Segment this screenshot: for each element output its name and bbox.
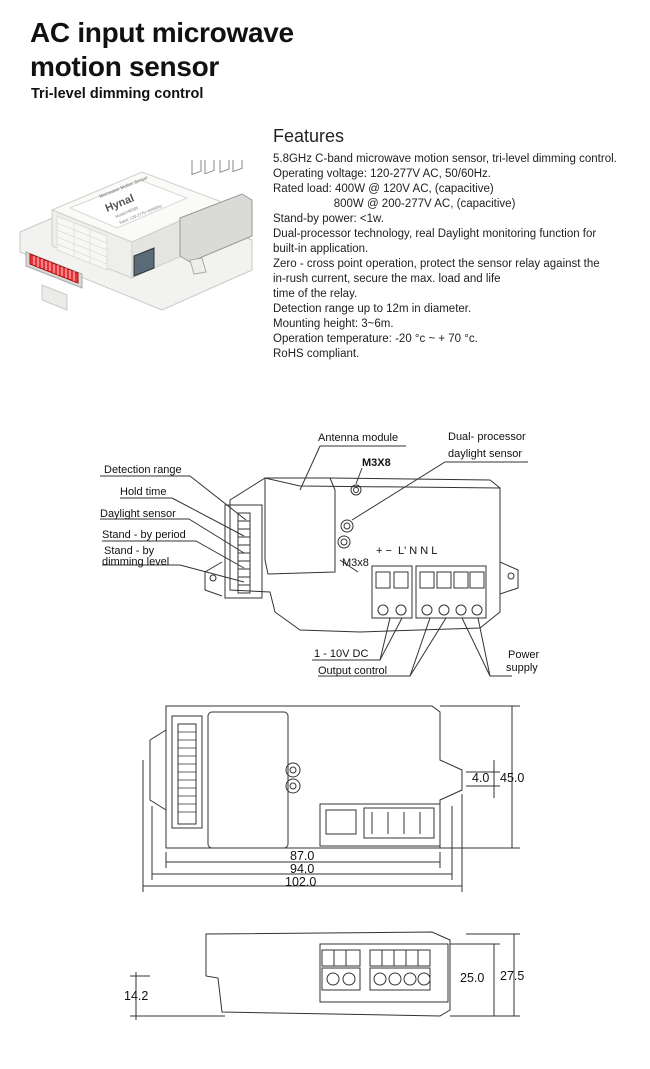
dim-total-height: 27.5 <box>500 969 524 983</box>
title-line-1: AC input microwave <box>30 17 294 48</box>
dim-width-mid: 94.0 <box>290 862 314 876</box>
feature-line: Operation temperature: -20 °c ~ + 70 °c. <box>273 333 478 345</box>
dim-base-height: 14.2 <box>124 989 148 1003</box>
label-terminals: + − L' N N L <box>376 545 437 557</box>
label-hold-time: Hold time <box>120 486 166 498</box>
label-power-supply-1: Power <box>508 649 540 661</box>
dim-slot-depth: 4.0 <box>472 771 489 785</box>
feature-line: Zero - cross point operation, protect th… <box>273 258 600 270</box>
label-antenna-module: Antenna module <box>318 432 398 444</box>
feature-line: Stand-by power: <1w. <box>273 213 384 225</box>
label-m3x8-side: M3x8 <box>342 557 369 569</box>
feature-line: built-in application. <box>273 243 369 255</box>
dim-width-outer: 102.0 <box>285 875 316 889</box>
feature-line: in-rush current, secure the max. load an… <box>273 273 501 285</box>
label-detection-range: Detection range <box>104 464 182 476</box>
feature-line: 800W @ 200-277V AC, (capacitive) <box>273 198 516 210</box>
title-line-2: motion sensor <box>30 51 220 82</box>
label-standby-period: Stand - by period <box>102 529 186 541</box>
label-dc-output: 1 - 10V DC <box>314 648 368 660</box>
feature-line: RoHS compliant. <box>273 348 360 360</box>
dim-width-inner: 87.0 <box>290 849 314 863</box>
page-title: AC input microwave motion sensor <box>30 16 294 84</box>
features-heading: Features <box>273 126 345 146</box>
feature-line: time of the relay. <box>273 288 358 300</box>
feature-line: 5.8GHz C-band microwave motion sensor, t… <box>273 153 617 165</box>
features-list: 5.8GHz C-band microwave motion sensor, t… <box>273 152 643 362</box>
feature-line: Mounting height: 3~6m. <box>273 318 394 330</box>
label-output-control: Output control <box>318 665 387 677</box>
label-standby-dimming-1: Stand - by <box>104 545 155 557</box>
label-power-supply-2: supply <box>506 662 538 674</box>
feature-line: Rated load: 400W @ 120V AC, (capacitive) <box>273 183 494 195</box>
dim-height-top: 45.0 <box>500 771 524 785</box>
label-standby-dimming-2: dimming level <box>102 556 169 568</box>
label-daylight-sensor-top: daylight sensor <box>448 448 522 460</box>
label-dual-processor: Dual- processor <box>448 431 526 443</box>
feature-line: Dual-processor technology, real Daylight… <box>273 228 597 240</box>
label-m3x8-top: M3X8 <box>362 457 391 469</box>
product-photo: Hynal Microwave Motion Sensor Model:HE00… <box>19 160 253 311</box>
label-daylight-sensor: Daylight sensor <box>100 508 176 520</box>
feature-line: Operating voltage: 120-277V AC, 50/60Hz. <box>273 168 492 180</box>
feature-line: Detection range up to 12m in diameter. <box>273 303 472 315</box>
dim-terminal-height: 25.0 <box>460 971 484 985</box>
page-subtitle: Tri-level dimming control <box>31 86 204 102</box>
